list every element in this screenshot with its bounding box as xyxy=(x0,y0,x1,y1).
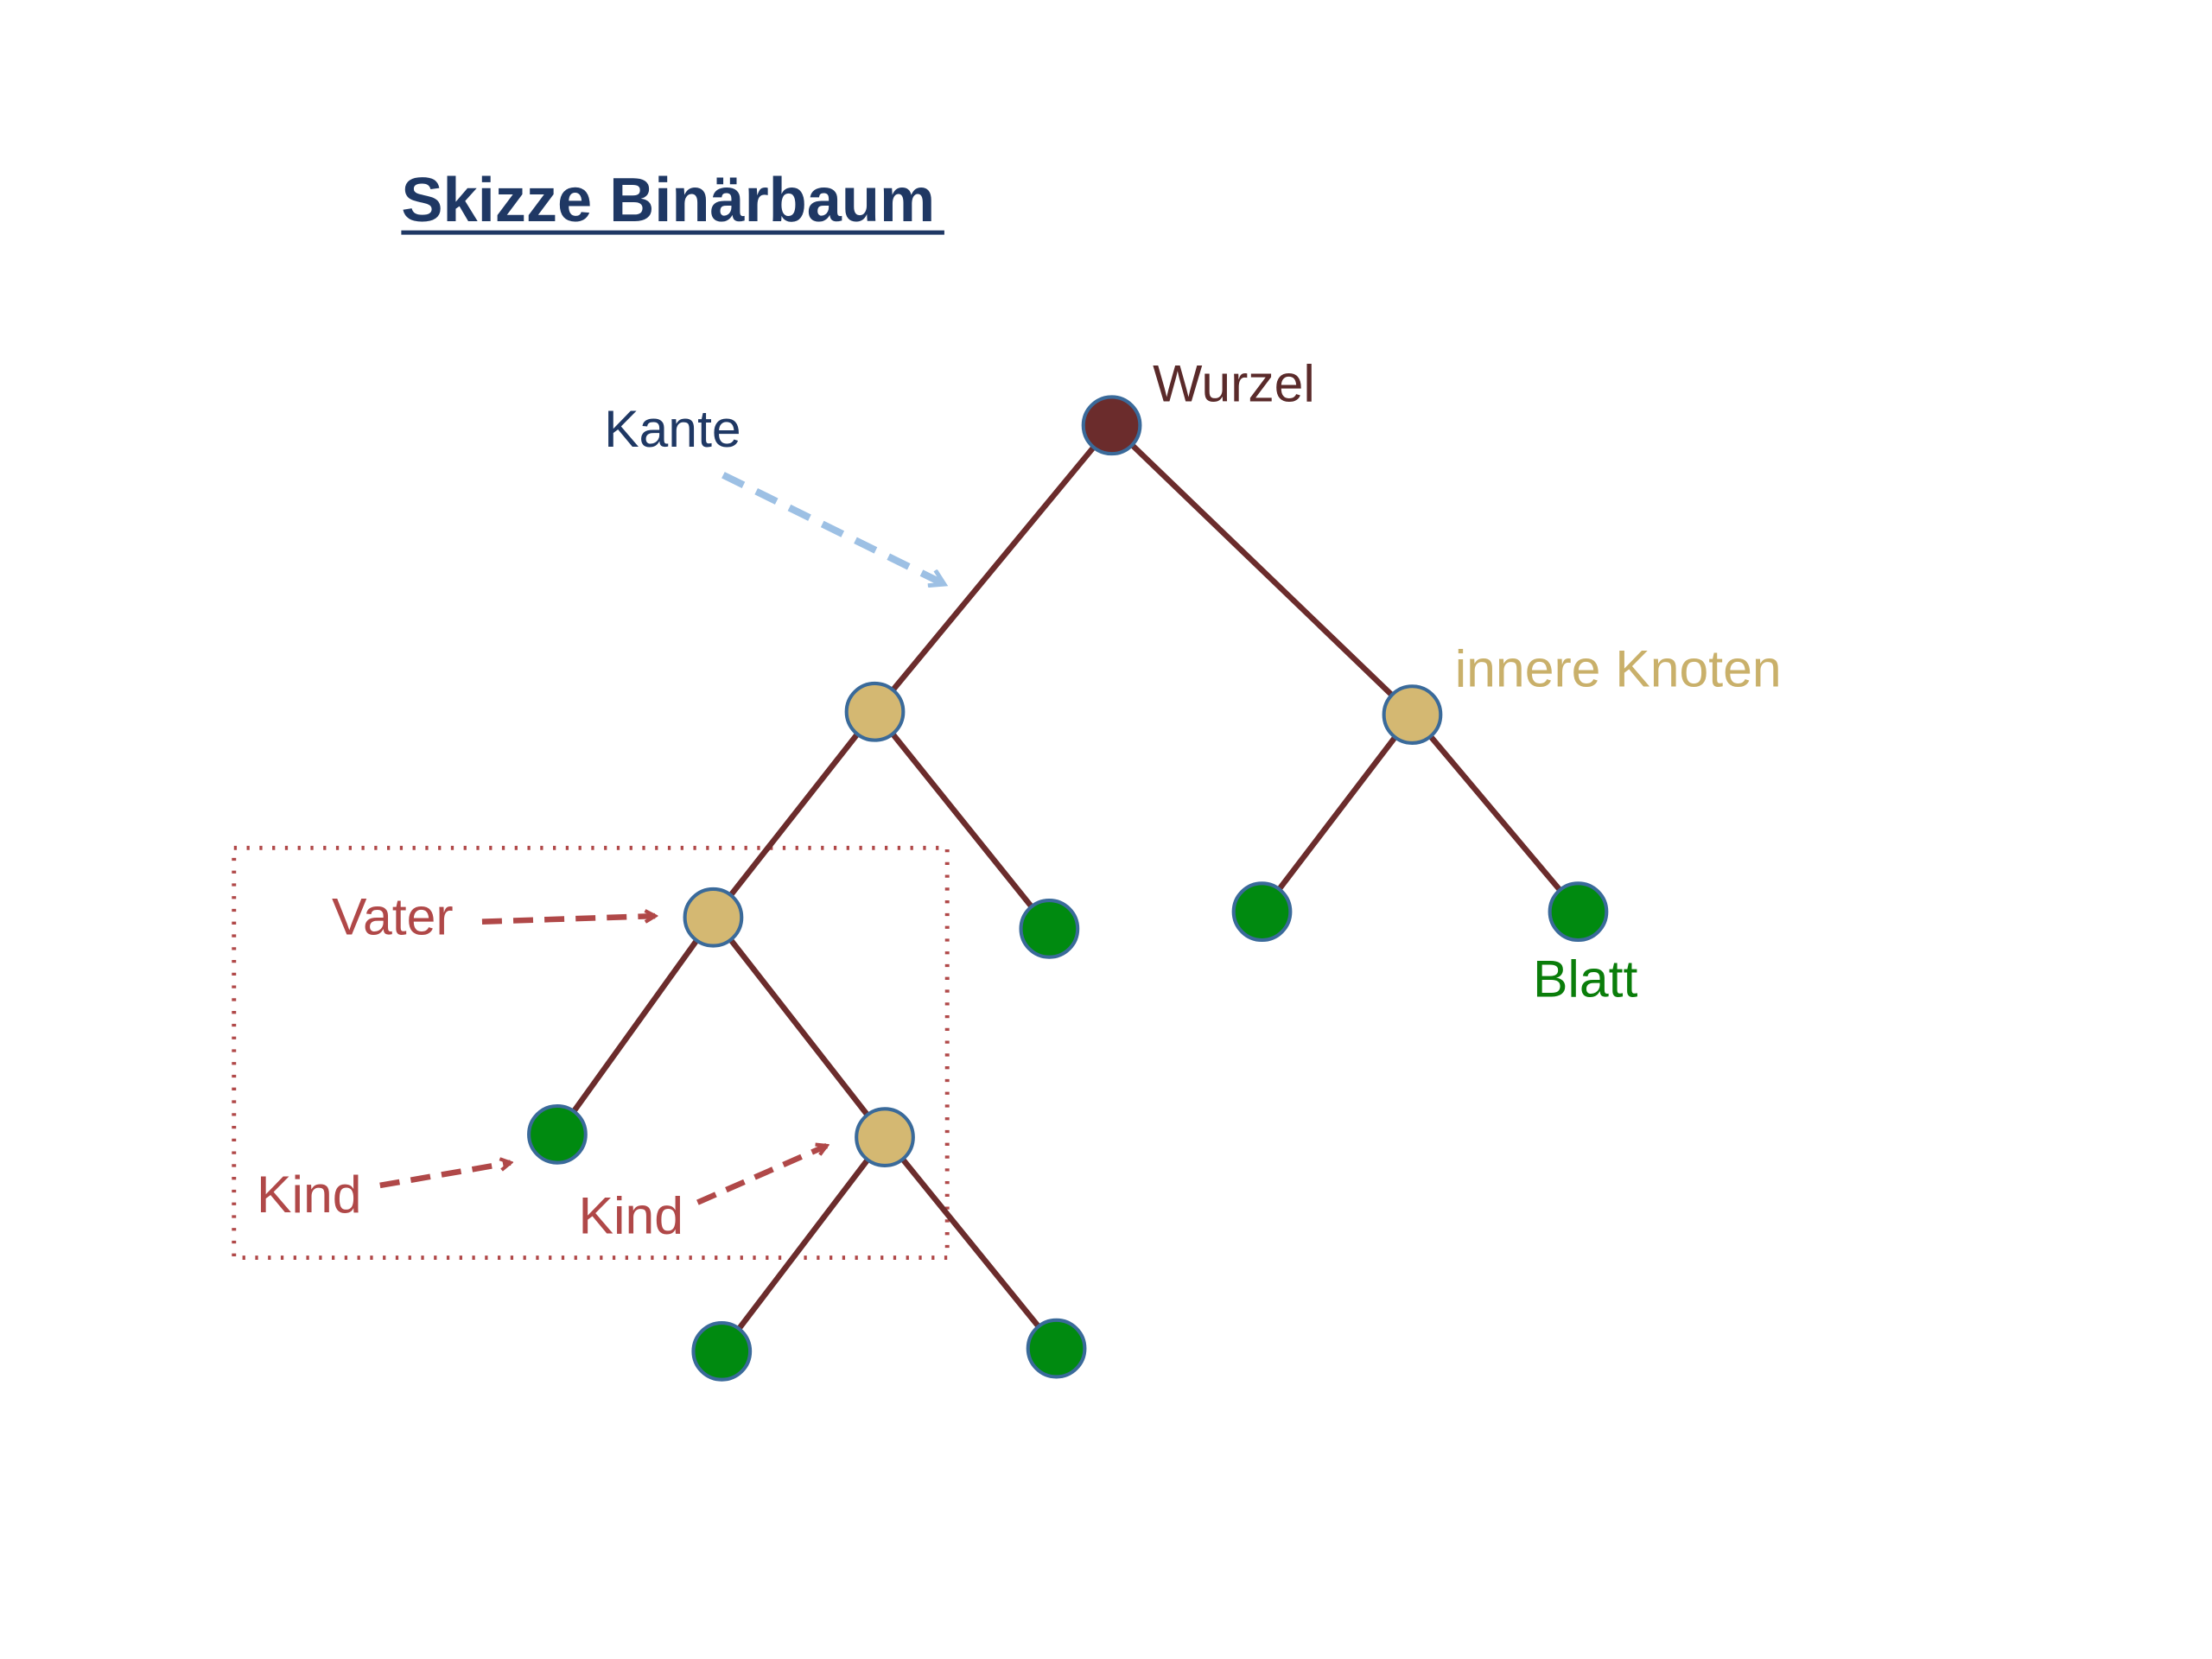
inner-node xyxy=(855,1107,915,1167)
tree-edge xyxy=(555,915,716,1136)
leaf-node xyxy=(1019,899,1080,959)
child-left-arrow xyxy=(379,1163,511,1189)
inner-node xyxy=(1382,684,1443,745)
tree-edge xyxy=(872,423,1115,714)
tree-edge xyxy=(710,709,878,919)
leaf-node xyxy=(527,1103,588,1165)
edge-label: Kante xyxy=(604,399,741,458)
tree-edge xyxy=(1259,713,1415,914)
child-left-label: Kind xyxy=(257,1165,362,1224)
leaf-label: Blatt xyxy=(1533,950,1638,1008)
tree-edge xyxy=(872,709,1052,931)
inner-node-label: innere Knoten xyxy=(1455,639,1782,697)
edge-pointer-arrow xyxy=(721,472,944,584)
tree-edge xyxy=(1109,423,1414,717)
leaf-node xyxy=(1231,881,1293,943)
tree-edge xyxy=(710,915,887,1140)
child-right-label: Kind xyxy=(579,1186,684,1245)
page-title: Skizze Binärbaum xyxy=(401,166,935,235)
parent-label: Vater xyxy=(332,887,454,945)
tree-nodes xyxy=(527,395,1609,1382)
inner-node xyxy=(844,681,906,742)
child-right-arrow xyxy=(696,1146,826,1205)
tree-edges xyxy=(555,423,1580,1353)
leaf-node xyxy=(1548,881,1609,943)
tree-edge xyxy=(882,1135,1059,1351)
root-label: Wurzel xyxy=(1153,353,1315,412)
inner-node xyxy=(683,887,744,948)
tree-edge xyxy=(1409,712,1580,914)
root-node xyxy=(1081,395,1142,456)
tree-edge xyxy=(719,1135,887,1353)
parent-arrow xyxy=(481,916,655,925)
leaf-node xyxy=(1026,1318,1087,1379)
leaf-node xyxy=(691,1321,753,1382)
